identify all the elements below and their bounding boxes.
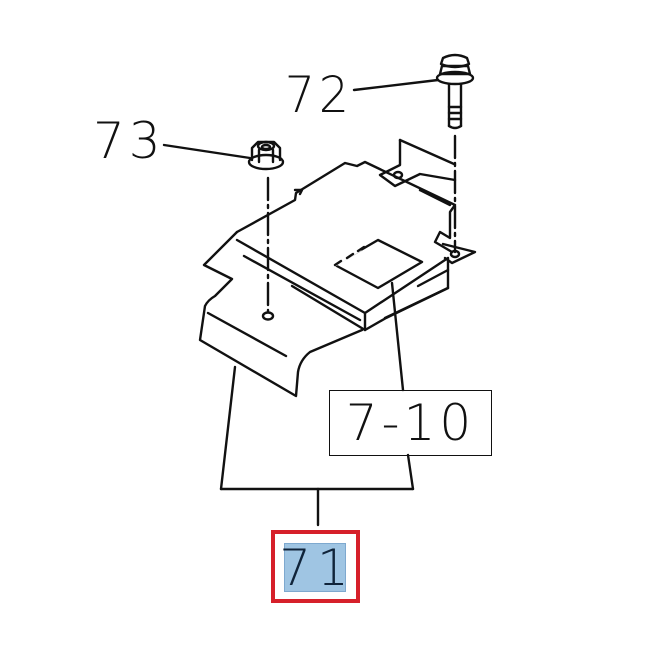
callout-text-71: 71 xyxy=(279,538,355,597)
leader-line-73 xyxy=(162,143,252,160)
module-unit xyxy=(235,138,477,332)
bolt-icon xyxy=(435,53,475,130)
selection-outline xyxy=(271,530,360,603)
leader-line-72 xyxy=(352,78,440,92)
callout-label-7-10: 7-10 xyxy=(345,394,476,452)
callout-label-73[interactable]: 73 xyxy=(93,112,165,170)
callout-label-72[interactable]: 72 xyxy=(284,66,353,124)
callout-label-71-selected[interactable]: 71 xyxy=(279,543,349,593)
bracket-71 xyxy=(198,230,415,527)
nut-icon xyxy=(247,140,285,171)
reference-box-7-10[interactable]: 7-10 xyxy=(329,390,492,456)
leader-line-7-10 xyxy=(390,281,405,392)
